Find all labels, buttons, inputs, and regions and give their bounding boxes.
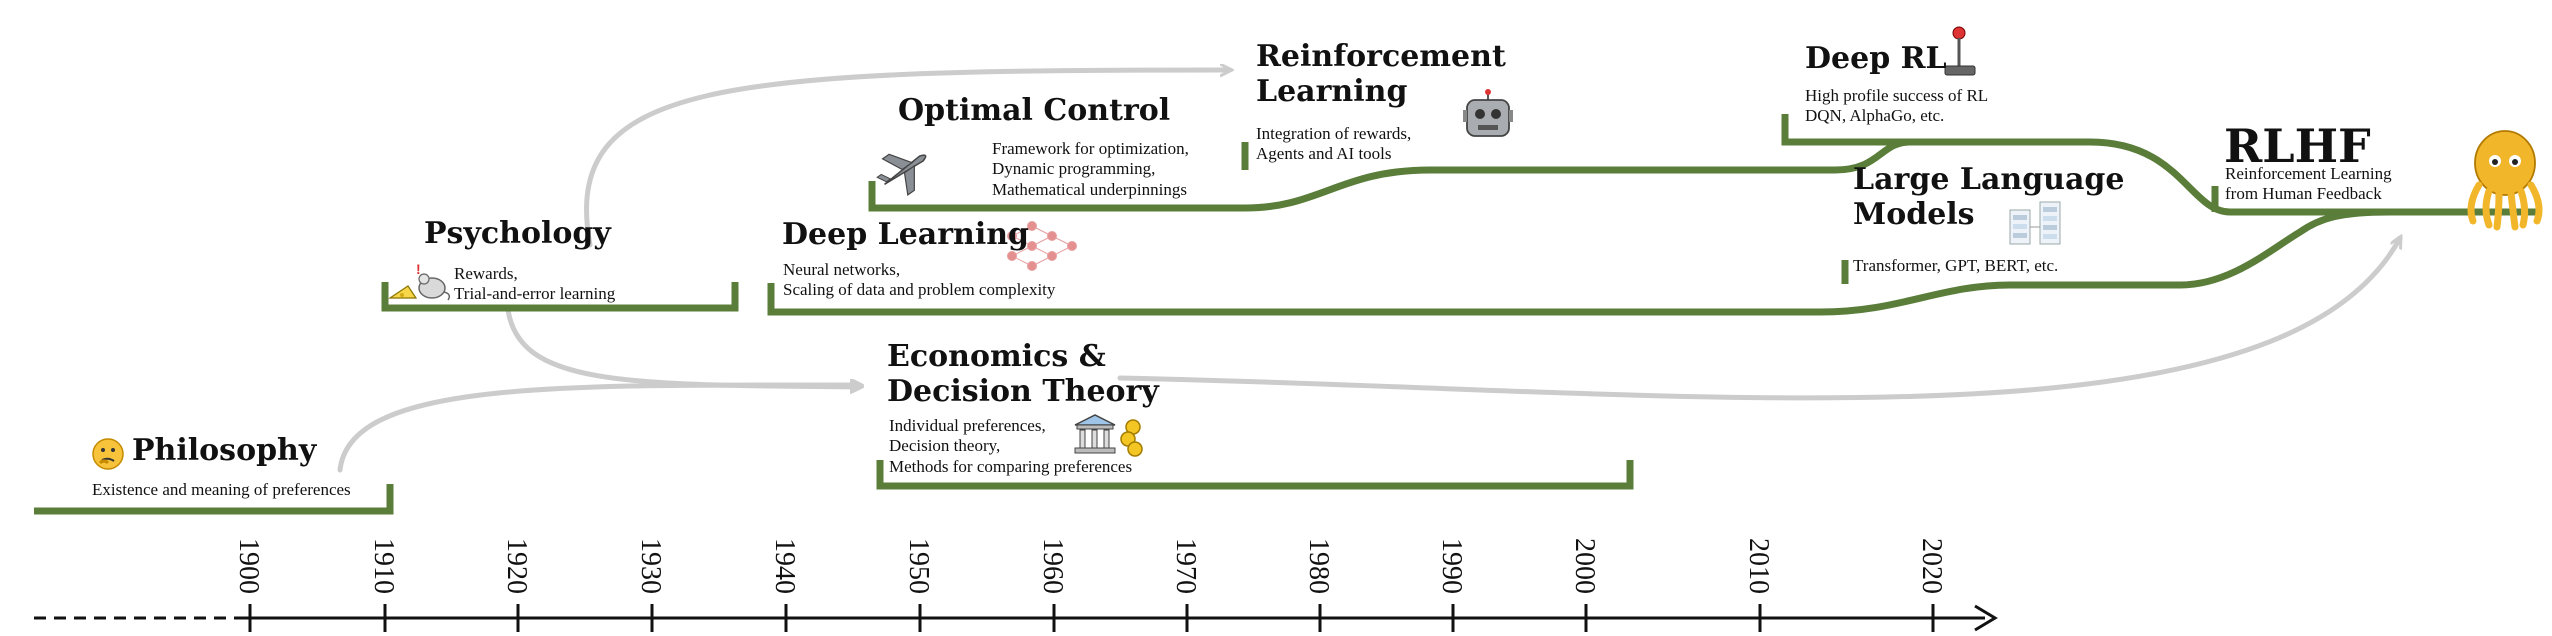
axis-tick-label: 1920: [501, 538, 532, 594]
neural-network-icon: [1007, 221, 1077, 271]
track-deep-rl-to-llm: [1770, 138, 1911, 174]
track-optimal-control: [868, 166, 1770, 212]
transformer-diagram-icon: [2009, 201, 2061, 245]
philosophy-description: Existence and meaning of preferences: [92, 480, 351, 500]
optimal-control-line: Mathematical underpinnings: [992, 179, 1187, 199]
mouse-cheese-icon: !: [388, 261, 451, 301]
economics-line: Methods for comparing preferences: [889, 456, 1133, 476]
deep-learning-description: Neural networks, Scaling of data and pro…: [783, 260, 1055, 301]
deep-learning-line: Scaling of data and problem complexity: [783, 280, 1056, 300]
arrow-psychology-to-rl: [584, 70, 1230, 248]
reinforcement-learning-title: Reinforcement Learning: [1256, 39, 1506, 109]
economics-title: Economics & Decision Theory: [887, 339, 1159, 409]
track-deep-learning-llm: [767, 208, 2540, 316]
optimal-control-title: Optimal Control: [898, 93, 1171, 128]
axis-tick-label: 1980: [1303, 538, 1334, 594]
deep-rl-description: High profile success of RL DQN, AlphaGo,…: [1805, 86, 1988, 127]
axis-tick-label: 1960: [1037, 538, 1068, 594]
axis-ticks: 1900 1910 1920 1930 1940 1950 1960 1970 1980 1990…: [233, 538, 1947, 632]
bank-coins-icon: [1074, 414, 1143, 457]
rl-title-line: Reinforcement: [1256, 39, 1506, 74]
psychology-line: Trial-and-error learning: [454, 284, 616, 304]
economics-line: Individual preferences,: [889, 416, 1046, 435]
svg-text:!: !: [416, 261, 421, 277]
llm-title-line: Large Language: [1853, 162, 2125, 197]
track-deep-rl: [1781, 114, 2390, 216]
tracks: [34, 114, 2540, 515]
rlhf-title: RLHF: [2224, 119, 2371, 173]
optimal-control-line: Dynamic programming,: [992, 159, 1156, 179]
llm-title-line: Models: [1853, 196, 1975, 232]
rl-title-line: Learning: [1256, 73, 1408, 109]
rl-line: Integration of rewards,: [1256, 124, 1412, 143]
arrow-philosophy-to-economics: [337, 385, 860, 473]
axis-tick-label: 1930: [635, 538, 666, 594]
philosophy-title: Philosophy: [132, 433, 317, 468]
philosophy-line: Existence and meaning of preferences: [92, 480, 351, 499]
economics-line: Decision theory,: [889, 436, 1001, 456]
track-economics: [876, 460, 1634, 490]
deep-learning-title: Deep Learning: [782, 217, 1030, 252]
reinforcement-learning-description: Integration of rewards, Agents and AI to…: [1256, 124, 1411, 165]
deep-learning-line: Neural networks,: [783, 260, 901, 279]
airplane-icon: [876, 153, 927, 196]
track-philosophy: [34, 484, 394, 515]
track-psychology: [381, 282, 739, 312]
deep-rl-line: High profile success of RL: [1805, 86, 1989, 105]
axis-tick-label: 1970: [1170, 538, 1201, 594]
llm-title: Large Language Models: [1853, 162, 2125, 232]
arrow-economics-to-rlhf: [1117, 238, 2400, 401]
thinking-face-icon: [92, 438, 124, 470]
arrow-psychology-to-economics: [505, 307, 860, 387]
rlhf-line: Reinforcement Learning: [2225, 164, 2392, 183]
axis-tick-label: 1950: [903, 538, 934, 594]
optimal-control-description: Framework for optimization, Dynamic prog…: [992, 139, 1189, 200]
axis-tick-label: 1990: [1436, 538, 1467, 594]
axis-tick-label: 2020: [1916, 538, 1947, 594]
axis-tick-label: 2000: [1569, 538, 1600, 594]
joystick-icon: [1944, 26, 1976, 76]
economics-description: Individual preferences, Decision theory,…: [889, 416, 1132, 477]
llm-description: Transformer, GPT, BERT, etc.: [1853, 256, 2058, 276]
rlhf-description: Reinforcement Learning from Human Feedba…: [2225, 164, 2392, 205]
psychology-description: Rewards, Trial-and-error learning: [454, 264, 615, 305]
timeline-axis: 1900 1910 1920 1930 1940 1950 1960 1970 1980 1990…: [34, 538, 1998, 632]
economics-title-line: Economics &: [887, 339, 1106, 374]
axis-tick-label: 1900: [233, 538, 264, 594]
psychology-title: Psychology: [424, 216, 611, 251]
optimal-control-line: Framework for optimization,: [992, 139, 1189, 158]
robot-icon: [1463, 89, 1513, 137]
llm-line: Transformer, GPT, BERT, etc.: [1853, 256, 2059, 275]
influence-arrows: [337, 70, 2400, 473]
octopus-icon: [2467, 130, 2543, 231]
axis-arrowhead: [1974, 604, 1998, 632]
deep-rl-line: DQN, AlphaGo, etc.: [1805, 106, 1945, 126]
axis-tick-label: 2010: [1743, 538, 1774, 594]
rl-line: Agents and AI tools: [1256, 144, 1392, 164]
psychology-line: Rewards,: [454, 264, 518, 283]
economics-title-line: Decision Theory: [887, 373, 1159, 409]
deep-rl-title: Deep RL: [1805, 41, 1947, 76]
rlhf-line: from Human Feedback: [2225, 184, 2382, 204]
axis-tick-label: 1940: [769, 538, 800, 594]
axis-tick-label: 1910: [368, 538, 399, 594]
